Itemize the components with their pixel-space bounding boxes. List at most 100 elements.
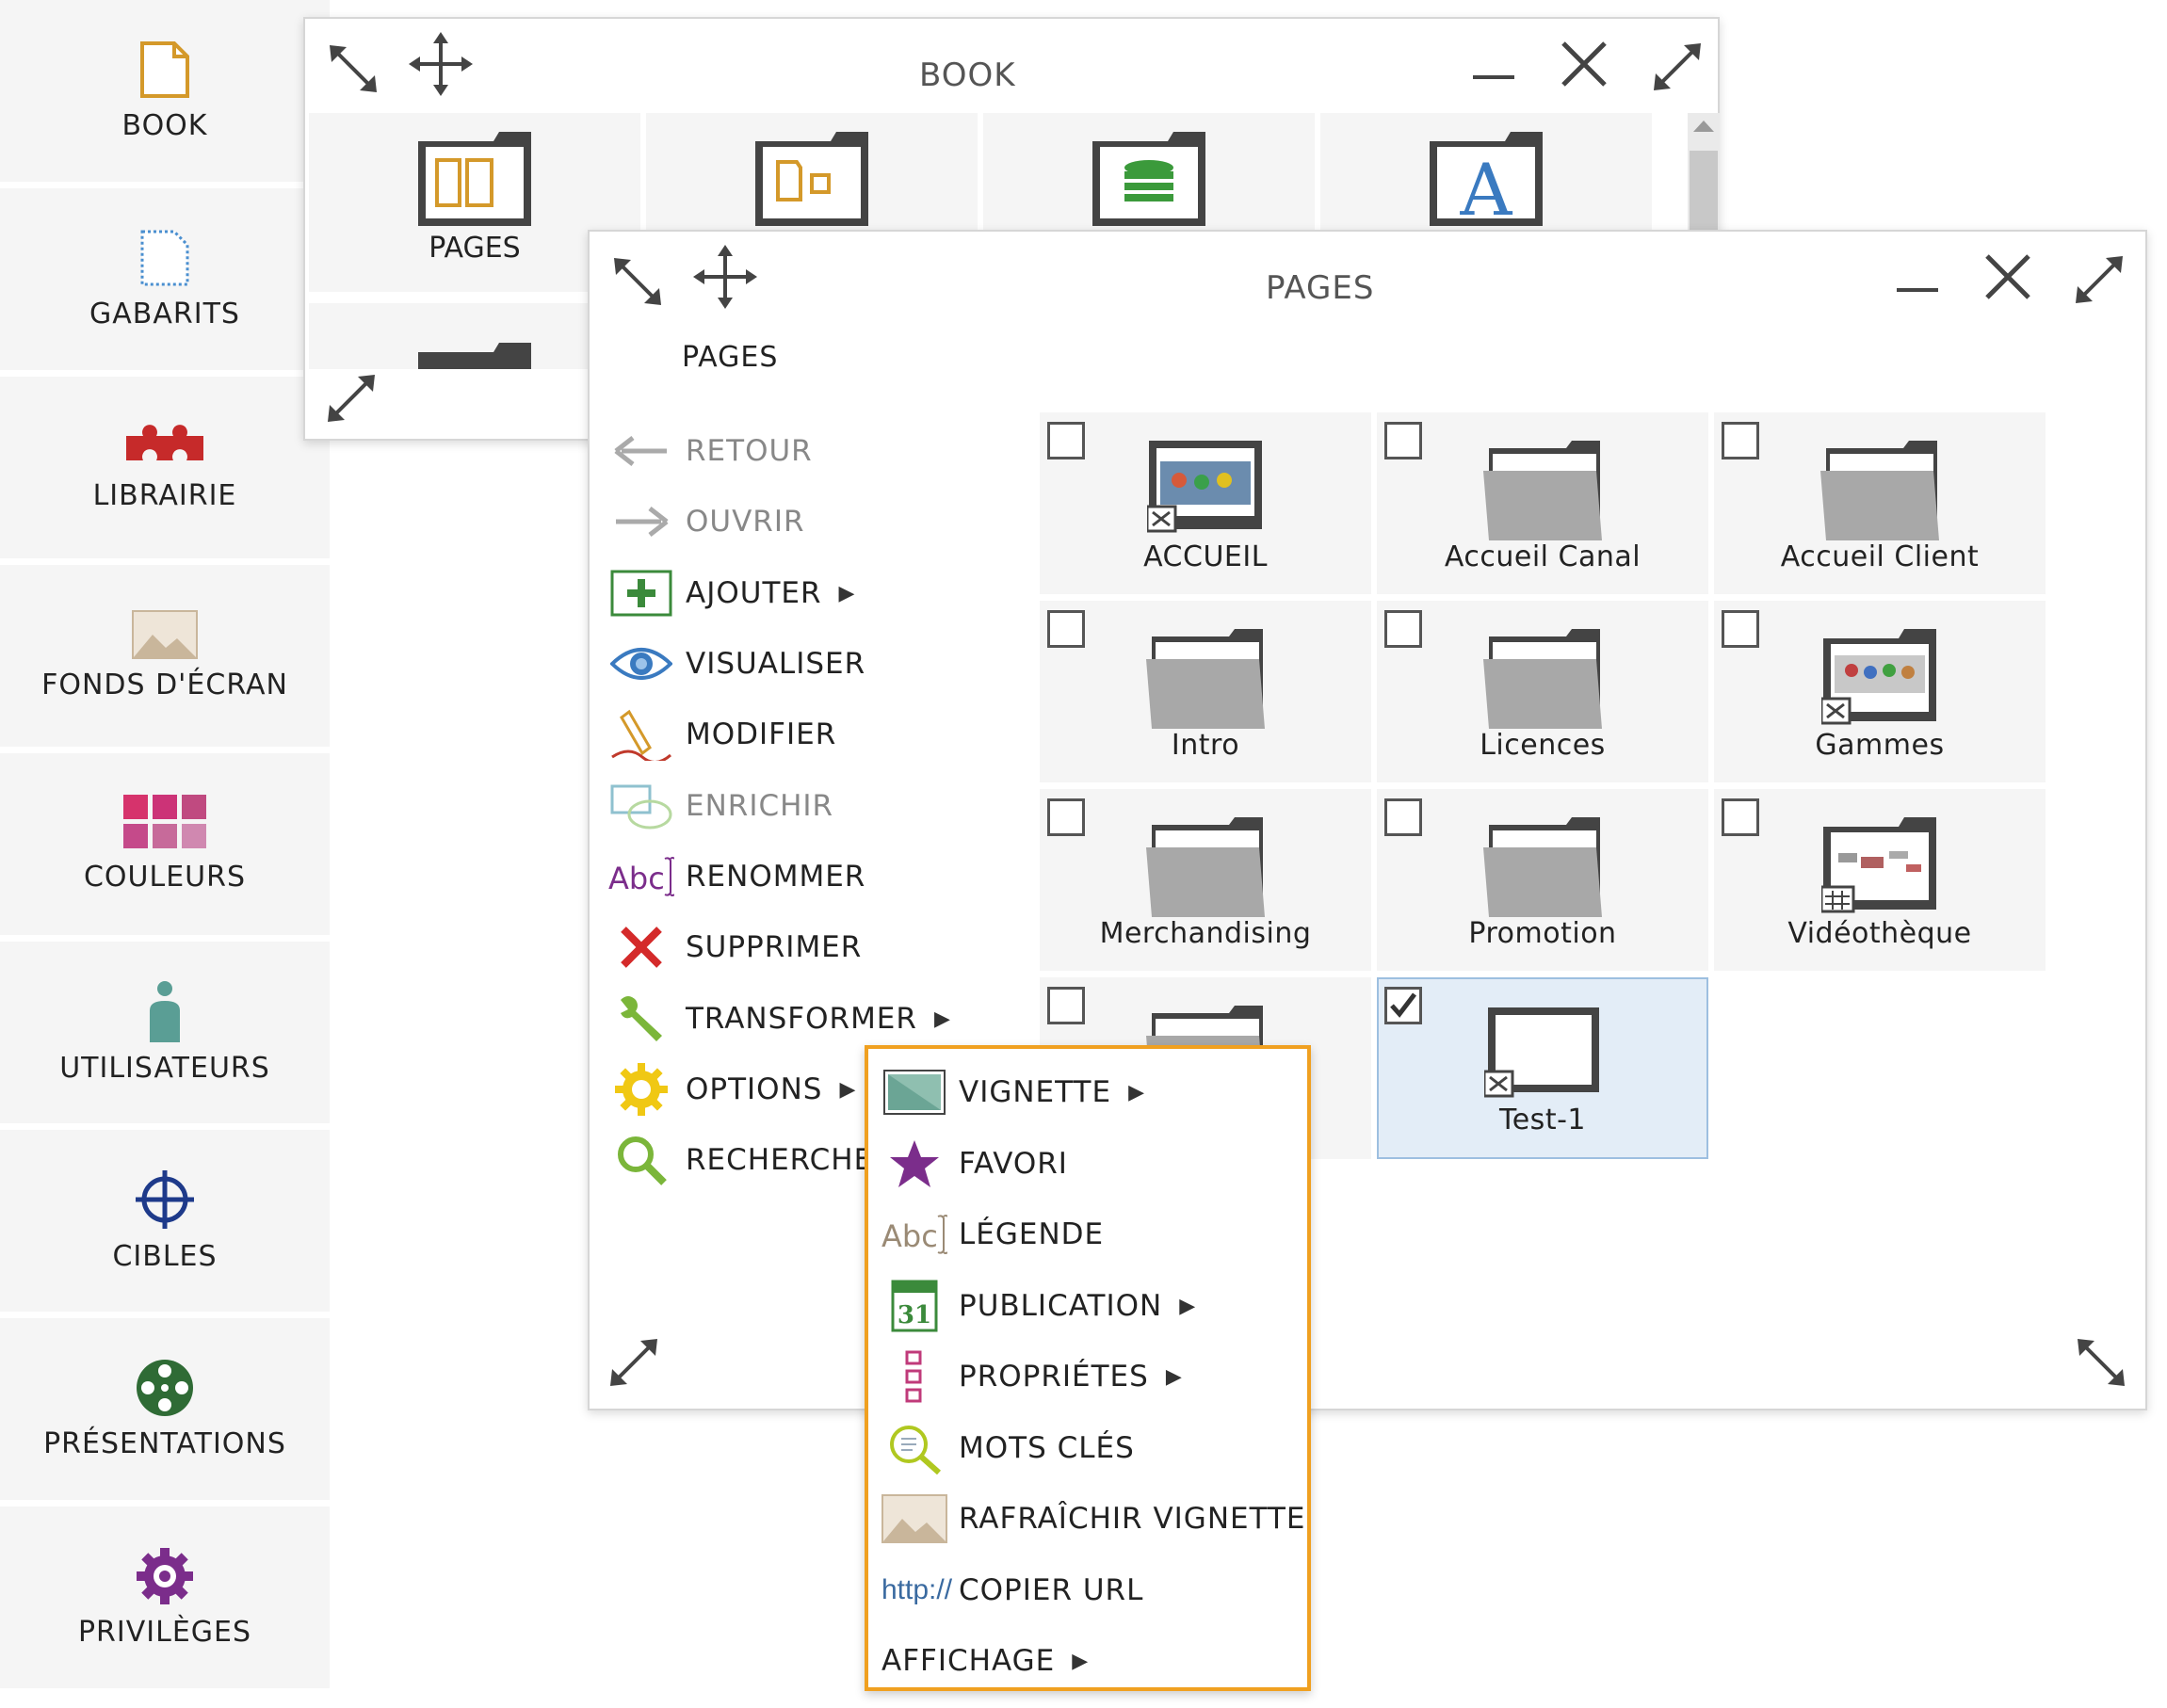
ctx-item-label: FAVORI [959, 1147, 1068, 1181]
tile-checkbox[interactable] [1384, 422, 1422, 459]
pages-folder-icon [418, 132, 531, 226]
maximize-icon[interactable] [2074, 254, 2125, 305]
database-folder-icon [1092, 132, 1205, 226]
minimize-icon[interactable] [1473, 72, 1516, 83]
tile-label: Test-1 [1499, 1104, 1586, 1136]
menu-modifier[interactable]: MODIFIER [608, 701, 836, 767]
tile-checkbox[interactable] [1047, 798, 1085, 836]
tile-videotheque[interactable]: Vidéothèque [1714, 789, 2046, 971]
tile-test-1[interactable]: Test-1 [1377, 977, 1708, 1159]
ctx-rafraichir-vignette[interactable]: RAFRAÎCHIR VIGNETTE [881, 1486, 1306, 1552]
menu-options[interactable]: OPTIONS ▶ [608, 1056, 855, 1122]
menu-item-label: AJOUTER [686, 576, 822, 610]
search-icon [608, 1132, 674, 1188]
book-tile-pages[interactable]: PAGES [309, 113, 640, 292]
folder-icon [755, 132, 868, 226]
edit-icon [608, 706, 674, 763]
film-reel-icon [137, 1360, 193, 1416]
minimize-icon[interactable] [1897, 284, 1940, 296]
caption-glyph: Abc [881, 1218, 938, 1254]
tile-checkbox-checked[interactable] [1384, 987, 1422, 1024]
ctx-proprietes[interactable]: PROPRIÉTES ▶ [881, 1344, 1182, 1410]
tile-merchandising[interactable]: Merchandising [1040, 789, 1371, 971]
wallpaper-icon [132, 610, 198, 659]
sidebar-item-label: FONDS D'ÉCRAN [41, 669, 288, 701]
tile-checkbox[interactable] [1384, 610, 1422, 648]
tile-intro[interactable]: Intro [1040, 601, 1371, 782]
color-grid-icon [123, 795, 206, 848]
tile-gammes[interactable]: Gammes [1714, 601, 2046, 782]
image-folder-icon [1821, 629, 1936, 725]
ctx-publication[interactable]: 31 PUBLICATION ▶ [881, 1273, 1195, 1339]
sidebar-item-gabarits[interactable]: GABARITS [0, 188, 330, 370]
move-icon[interactable] [691, 243, 759, 311]
sidebar-item-couleurs[interactable]: COULEURS [0, 753, 330, 935]
ctx-mots-cles[interactable]: MOTS CLÉS [881, 1415, 1135, 1481]
ctx-vignette[interactable]: VIGNETTE ▶ [881, 1059, 1144, 1125]
move-icon[interactable] [407, 30, 475, 98]
tile-checkbox[interactable] [1722, 422, 1759, 459]
tile-accueil-canal[interactable]: Accueil Canal [1377, 412, 1708, 594]
sidebar-item-book[interactable]: BOOK [0, 0, 330, 182]
breadcrumb[interactable]: PAGES [682, 341, 779, 374]
tile-checkbox[interactable] [1047, 987, 1085, 1024]
close-icon[interactable] [1983, 252, 2032, 301]
sidebar-item-fonds-ecran[interactable]: FONDS D'ÉCRAN [0, 565, 330, 747]
menu-transformer[interactable]: TRANSFORMER ▶ [608, 986, 950, 1052]
menu-renommer[interactable]: Abc RENOMMER [608, 844, 865, 910]
tile-label: Gammes [1815, 729, 1945, 762]
resize-corner-icon[interactable] [608, 1337, 659, 1388]
tile-label: Intro [1171, 729, 1240, 762]
tile-label: Promotion [1468, 917, 1617, 950]
tile-checkbox[interactable] [1722, 610, 1759, 648]
sidebar-item-utilisateurs[interactable]: UTILISATEURS [0, 942, 330, 1123]
tile-accueil-client[interactable]: Accueil Client [1714, 412, 2046, 594]
menu-visualiser[interactable]: VISUALISER [608, 631, 865, 697]
ctx-item-label: RAFRAÎCHIR VIGNETTE [959, 1502, 1306, 1536]
sidebar-item-label: COULEURS [83, 861, 247, 894]
tile-promotion[interactable]: Promotion [1377, 789, 1708, 971]
book-tile-row2[interactable] [309, 303, 640, 369]
menu-ajouter[interactable]: AJOUTER ▶ [608, 560, 854, 626]
ctx-copier-url[interactable]: http:// COPIER URL [881, 1557, 1143, 1623]
tile-checkbox[interactable] [1384, 798, 1422, 836]
submenu-arrow-icon: ▶ [1165, 1364, 1182, 1389]
font-folder-icon: A [1430, 132, 1543, 228]
menu-ouvrir[interactable]: OUVRIR [608, 489, 805, 555]
ctx-legende[interactable]: Abc LÉGENDE [881, 1201, 1104, 1267]
submenu-arrow-icon: ▶ [1128, 1080, 1144, 1104]
menu-enrichir[interactable]: ENRICHIR [608, 773, 833, 839]
video-folder-icon [1821, 817, 1936, 913]
scroll-up-icon[interactable] [1693, 121, 1714, 132]
tile-label: Accueil Canal [1444, 540, 1641, 573]
enrich-icon [608, 778, 674, 834]
maximize-icon[interactable] [1652, 41, 1703, 92]
menu-recherche[interactable]: RECHERCHE [608, 1127, 873, 1193]
close-icon[interactable] [1560, 40, 1609, 89]
sidebar-item-librairie[interactable]: LIBRAIRIE [0, 377, 330, 558]
caption-icon: Abc [881, 1206, 947, 1263]
sidebar-item-label: LIBRAIRIE [92, 479, 237, 512]
resize-diagonal-icon[interactable] [610, 254, 665, 309]
ctx-affichage[interactable]: AFFICHAGE ▶ [881, 1628, 1088, 1694]
sidebar-item-cibles[interactable]: CIBLES [0, 1130, 330, 1312]
resize-corner-icon[interactable] [326, 373, 377, 424]
sidebar: BOOK GABARITS LIBRAIRIE FONDS D'ÉCRAN CO… [0, 0, 330, 1708]
sidebar-item-label: UTILISATEURS [59, 1052, 270, 1085]
menu-item-label: RENOMMER [686, 860, 866, 894]
tile-licences[interactable]: Licences [1377, 601, 1708, 782]
resize-corner-icon[interactable] [2076, 1337, 2127, 1388]
resize-diagonal-icon[interactable] [326, 41, 380, 96]
tile-checkbox[interactable] [1722, 798, 1759, 836]
properties-icon [881, 1348, 947, 1405]
tile-accueil[interactable]: ACCUEIL [1040, 412, 1371, 594]
submenu-arrow-icon: ▶ [1072, 1649, 1089, 1673]
sidebar-item-presentations[interactable]: PRÉSENTATIONS [0, 1318, 330, 1500]
tile-checkbox[interactable] [1047, 610, 1085, 648]
tile-checkbox[interactable] [1047, 422, 1085, 459]
menu-supprimer[interactable]: SUPPRIMER [608, 914, 862, 980]
ctx-favori[interactable]: FAVORI [881, 1131, 1068, 1197]
gear-icon [137, 1548, 193, 1604]
menu-retour[interactable]: RETOUR [608, 418, 813, 484]
sidebar-item-privileges[interactable]: PRIVILÈGES [0, 1507, 330, 1688]
